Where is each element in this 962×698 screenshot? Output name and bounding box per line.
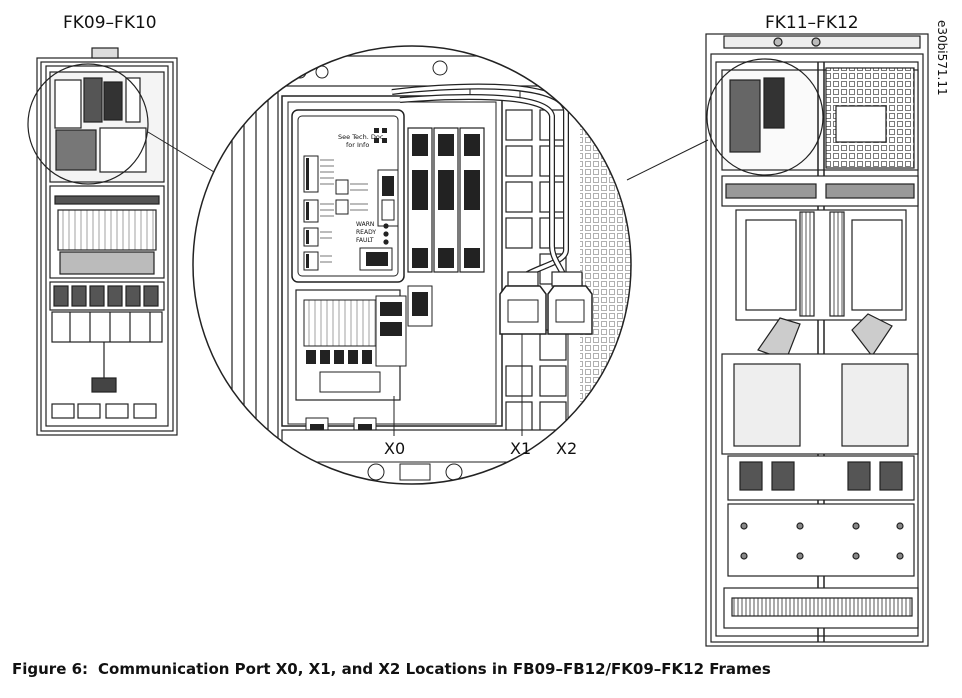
right-cabinet <box>705 33 929 647</box>
left-cabinet <box>36 47 178 436</box>
zoom-detail <box>193 46 631 484</box>
port-label-x2: X2 <box>556 439 578 458</box>
left-frame-title: FK09–FK10 <box>63 13 157 33</box>
right-leader-line <box>626 139 709 181</box>
left-magnifier-circle <box>27 63 149 185</box>
figure-caption-text: Communication Port X0, X1, and X2 Locati… <box>98 660 771 678</box>
figure-caption: Figure 6: Communication Port X0, X1, and … <box>12 660 771 678</box>
port-label-x1: X1 <box>510 439 532 458</box>
figure-number: Figure 6: <box>12 660 89 678</box>
card-see-tech-doc: See Tech. Doc. <box>338 133 386 141</box>
drawing-code: e30bi571.11 <box>935 20 949 96</box>
left-leader-line <box>147 131 215 173</box>
right-magnifier-circle <box>706 58 824 176</box>
card-for-info: for Info <box>346 141 370 149</box>
port-label-x0: X0 <box>384 439 406 458</box>
right-frame-title: FK11–FK12 <box>765 13 859 33</box>
main-zoom-circle <box>192 45 632 485</box>
card-led-ready: READY <box>356 229 377 236</box>
card-led-warn: WARN <box>356 221 375 228</box>
card-led-fault: FAULT <box>356 237 374 244</box>
